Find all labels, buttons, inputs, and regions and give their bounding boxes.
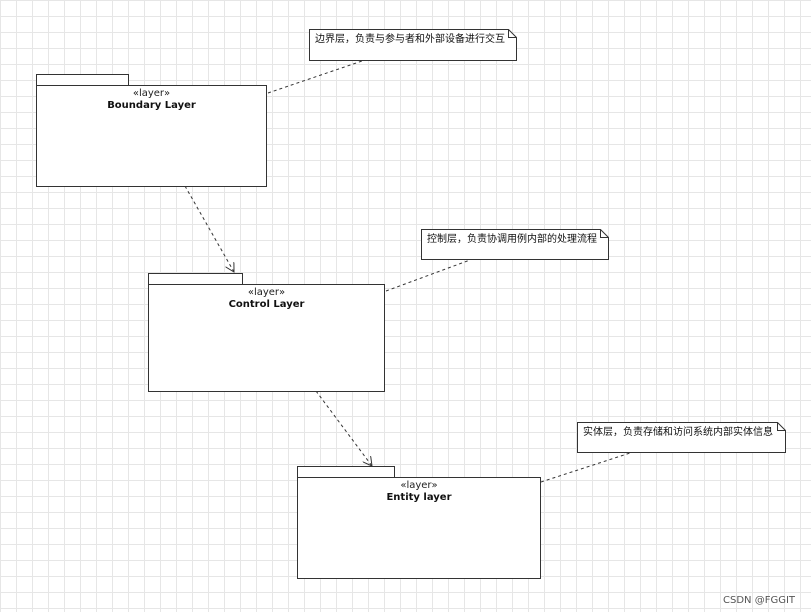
watermark: CSDN @FGGIT — [723, 595, 795, 606]
note-shape — [577, 422, 786, 453]
package-body: «layer» Boundary Layer — [36, 85, 267, 187]
note-anchor-entity[interactable] — [540, 452, 631, 483]
dependency-control-to-entity[interactable] — [315, 390, 372, 466]
package-body: «layer» Entity layer — [297, 477, 541, 579]
package-tab — [297, 466, 395, 478]
note-text: 实体层，负责存储和访问系统内部实体信息 — [583, 427, 773, 438]
note-shape — [309, 29, 517, 61]
note-shape — [421, 229, 609, 260]
package-name: Control Layer — [228, 299, 305, 310]
package-body: «layer» Control Layer — [148, 284, 385, 392]
note-anchor-control[interactable] — [385, 259, 471, 292]
package-name: Entity layer — [386, 492, 452, 503]
package-tab — [36, 74, 129, 86]
package-control-layer[interactable]: «layer» Control Layer — [148, 273, 385, 392]
package-name: Boundary Layer — [107, 100, 196, 111]
note-text: 控制层，负责协调用例内部的处理流程 — [427, 234, 597, 245]
package-stereotype: «layer» — [400, 480, 438, 491]
note-boundary-layer[interactable]: 边界层，负责与参与者和外部设备进行交互 — [309, 29, 517, 61]
package-tab — [148, 273, 243, 285]
package-stereotype: «layer» — [132, 88, 171, 99]
package-boundary-layer[interactable]: «layer» Boundary Layer — [36, 74, 267, 187]
note-entity-layer[interactable]: 实体层，负责存储和访问系统内部实体信息 — [577, 422, 786, 453]
note-text: 边界层，负责与参与者和外部设备进行交互 — [315, 34, 505, 45]
package-entity-layer[interactable]: «layer» Entity layer — [297, 466, 541, 579]
dependency-boundary-to-control[interactable] — [184, 185, 234, 272]
note-control-layer[interactable]: 控制层，负责协调用例内部的处理流程 — [421, 229, 609, 260]
note-anchor-boundary[interactable] — [267, 59, 366, 94]
package-stereotype: «layer» — [247, 287, 286, 298]
